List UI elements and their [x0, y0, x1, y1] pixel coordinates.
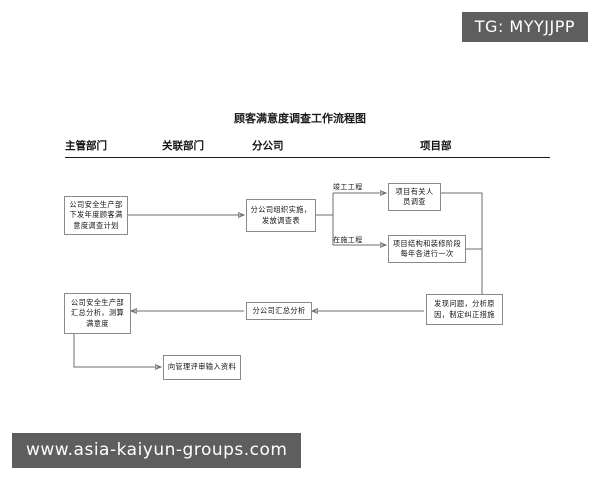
- branch-label-completed-project: 竣工工程: [333, 183, 363, 191]
- column-header-row: 主管部门 关联部门 分公司 项目部: [65, 138, 550, 156]
- column-header-branch-company: 分公司: [252, 140, 284, 152]
- column-header-project-dept: 项目部: [420, 140, 452, 152]
- node-project-personnel-survey: 项目有关人员调查: [388, 183, 441, 211]
- column-header-related-dept: 关联部门: [162, 140, 204, 152]
- watermark-tag-top: TG: MYYJJPP: [461, 12, 588, 42]
- header-divider-rule: [65, 157, 550, 158]
- node-annual-survey-plan-text: 公司安全生产部下发年度顾客满意度调查计划: [69, 199, 123, 230]
- branch-label-ongoing-project: 在施工程: [333, 236, 363, 244]
- node-structure-decoration-yearly-survey-text: 项目结构和装修阶段每年各进行一次: [392, 238, 462, 258]
- node-company-summary-satisfaction-text: 公司安全生产部汇总分析，测算满意度: [70, 297, 125, 328]
- node-structure-decoration-yearly-survey: 项目结构和装修阶段每年各进行一次: [388, 235, 466, 263]
- node-identify-analyze-correct: 发现问题，分析原因，制定纠正措施: [426, 294, 503, 325]
- node-branch-implements-survey: 分公司组织实施，发放调查表: [246, 199, 316, 232]
- node-branch-company-summary: 分公司汇总分析: [246, 302, 312, 320]
- column-header-supervising-dept: 主管部门: [65, 140, 107, 152]
- node-company-summary-satisfaction: 公司安全生产部汇总分析，测算满意度: [64, 293, 131, 334]
- diagram-title: 顾客满意度调查工作流程图: [234, 112, 366, 125]
- node-management-review-input: 向管理评审输入资料: [163, 355, 241, 380]
- node-management-review-input-text: 向管理评审输入资料: [167, 362, 237, 372]
- node-identify-analyze-correct-text: 发现问题，分析原因，制定纠正措施: [434, 299, 495, 319]
- watermark-url-bottom: www.asia-kaiyun-groups.com: [12, 433, 302, 468]
- node-annual-survey-plan: 公司安全生产部下发年度顾客满意度调查计划: [64, 196, 128, 235]
- node-branch-implements-survey-text: 分公司组织实施，发放调查表: [250, 205, 312, 225]
- node-branch-company-summary-text: 分公司汇总分析: [252, 305, 306, 315]
- node-project-personnel-survey-text: 项目有关人员调查: [395, 186, 434, 206]
